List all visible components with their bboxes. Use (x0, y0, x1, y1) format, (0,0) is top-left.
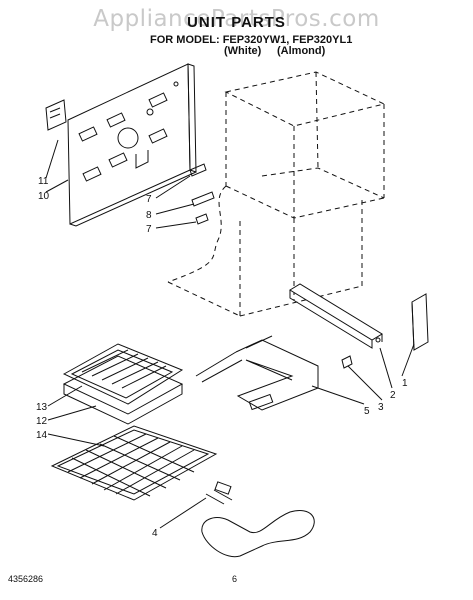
oven-rack (50, 425, 218, 501)
rail-clip (341, 355, 353, 369)
callout-3: 3 (378, 402, 384, 413)
drawer-rail (289, 283, 383, 349)
leader-lines (45, 139, 415, 529)
color-white-label: (White) (224, 45, 262, 57)
callout-6: 7 (146, 194, 152, 205)
rear-panel (67, 63, 197, 227)
callout-12: 12 (36, 416, 48, 427)
color-almond-label: (Almond) (277, 45, 326, 57)
insulation-bracket (45, 99, 67, 131)
callout-10: 10 (38, 191, 50, 202)
callout-numbers: 11 10 7 8 7 1 2 3 5 4 13 12 14 (36, 176, 408, 539)
model-line: FOR MODEL: FEP320YW1, FEP320YL1 (150, 34, 353, 46)
callout-4: 4 (152, 528, 158, 539)
callout-5: 5 (364, 406, 370, 417)
callout-14: 14 (36, 430, 48, 441)
callout-13: 13 (36, 402, 48, 413)
broil-element (195, 335, 319, 411)
callout-2: 2 (390, 390, 396, 401)
watermark-text: AppliancePartsPros.com (93, 6, 380, 32)
bake-element (201, 481, 315, 558)
drawer-front (411, 293, 429, 351)
cabinet-outline (167, 71, 386, 317)
callout-11: 11 (38, 176, 49, 187)
callout-8: 8 (146, 210, 152, 221)
callout-7: 7 (146, 224, 152, 235)
document-number: 4356286 (8, 574, 44, 584)
callout-1: 1 (402, 378, 408, 389)
broil-pan (62, 343, 184, 425)
page-number: 6 (232, 574, 238, 584)
diagram-title: UNIT PARTS (187, 14, 286, 31)
